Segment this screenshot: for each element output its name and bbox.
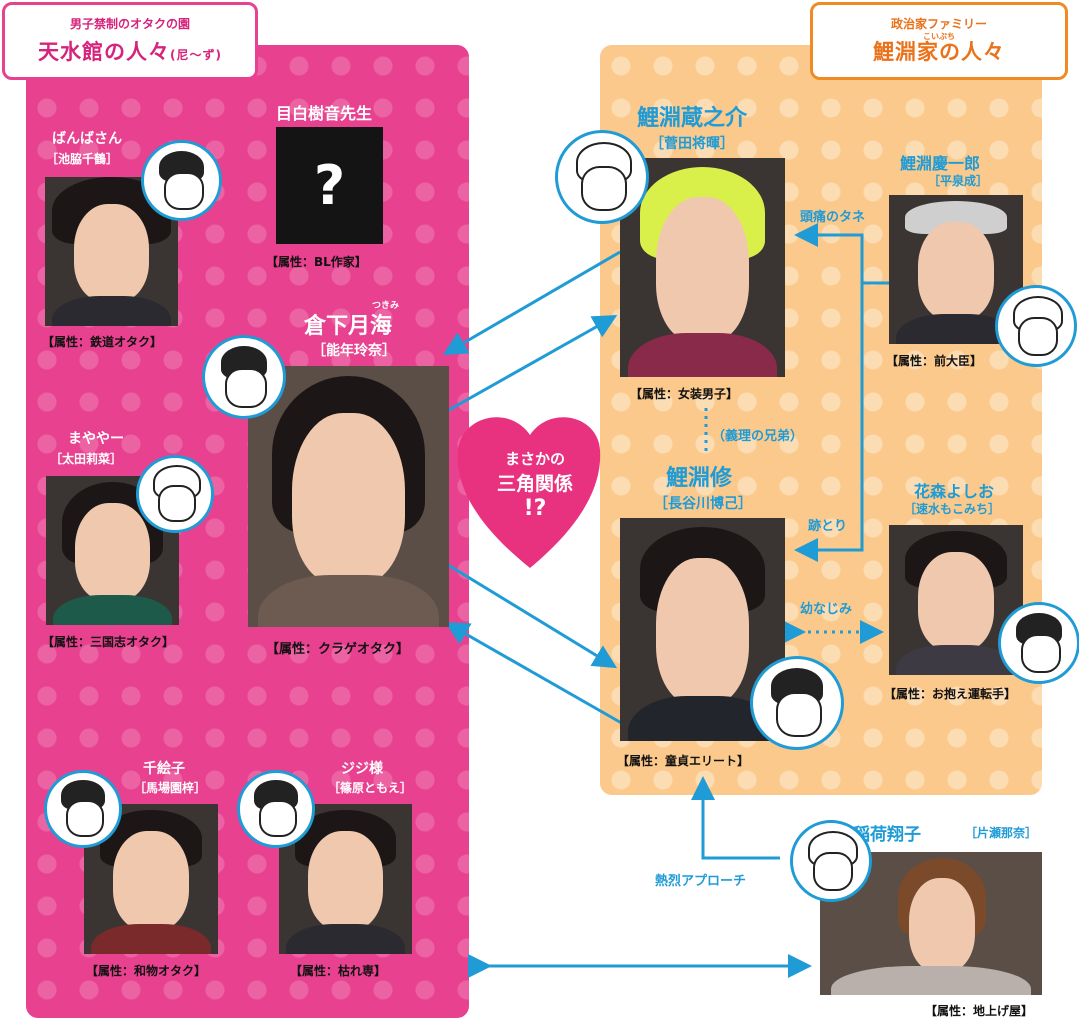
heart-shape (457, 417, 601, 568)
chieko-name: 千絵子 (143, 761, 185, 777)
tsukimi-ruby: つきみ (372, 301, 400, 311)
tsukimi-name: 倉下月海 (304, 314, 393, 339)
keiichiro-photo (889, 195, 1023, 344)
mejiro-name: 目白樹音先生 (276, 104, 373, 123)
inari-manga-avatar (790, 820, 872, 902)
kuranosuke-actor: ［菅田将暉］ (650, 136, 734, 152)
mejiro-attribute: 【属性：BL作家】 (266, 255, 367, 269)
chieko-manga-avatar (44, 770, 122, 848)
tsukimi-actor: ［能年玲奈］ (312, 343, 396, 359)
tsukimi-photo (248, 366, 449, 627)
banba-manga-avatar (141, 140, 222, 221)
mayaya-actor: ［太田莉菜］ (50, 452, 123, 466)
label-atotori: 跡とり (808, 519, 848, 534)
koibuchi-title: 鯉淵家の人々 (873, 40, 1005, 64)
label-netsuretsu: 熱烈アプローチ (655, 874, 747, 889)
line-akogare (439, 558, 618, 669)
label-osananajimi: 幼なじみ (800, 602, 853, 617)
heart-line2: 三角関係 (496, 473, 573, 495)
shu-attribute: 【属性：童貞エリート】 (617, 754, 750, 768)
tensuikan-title: 天水館の人々(尼〜ず) (38, 40, 222, 64)
mejiro-mystery-box: ? (276, 127, 383, 244)
kuranosuke-name: 鯉淵蔵之介 (637, 106, 748, 131)
label-giri: （義理の兄弟） (712, 429, 804, 444)
shu-manga-avatar (750, 656, 844, 750)
chieko-actor: ［馬場園梓］ (134, 781, 207, 795)
koibuchi-title-box: 政治家ファミリー こいぶち 鯉淵家の人々 (810, 2, 1068, 80)
heart-text: まさかの 三角関係 !? (470, 440, 600, 521)
line-kininaru (442, 250, 621, 356)
keiichiro-manga-avatar (995, 285, 1077, 367)
label-saikaihatsu: 再開発プロジェクトをめぐって敵対!! (490, 938, 727, 954)
hanamori-attribute: 【属性：お抱え運転手】 (884, 687, 1017, 701)
koibuchi-ruby: こいぶち (922, 32, 956, 41)
banba-photo (45, 177, 178, 326)
tsukimi-attribute: 【属性：クラゲオタク】 (266, 642, 410, 657)
jiji-name: ジジ様 (341, 761, 383, 777)
banba-attribute: 【属性：鉄道オタク】 (42, 335, 163, 349)
inari-photo (820, 852, 1042, 995)
inari-attribute: 【属性：地上げ屋】 (925, 1004, 1034, 1018)
line-zutsu (794, 223, 890, 285)
tsukimi-manga-avatar (202, 335, 286, 419)
chieko-attribute: 【属性：和物オタク】 (86, 964, 207, 978)
kuranosuke-manga-avatar (555, 130, 649, 224)
line-netsuretsu (691, 776, 780, 860)
keiichiro-attribute: 【属性：前大臣】 (886, 354, 983, 368)
shu-actor: ［長谷川博己］ (654, 496, 752, 512)
jiji-manga-avatar (237, 770, 315, 848)
jiji-attribute: 【属性：枯れ専】 (290, 964, 387, 978)
line-koi (444, 622, 626, 727)
kuranosuke-photo (620, 158, 785, 377)
heart-line3: !? (523, 496, 547, 521)
chieko-photo (84, 804, 218, 954)
tensuikan-subtitle: 男子禁制のオタクの園 (69, 17, 190, 31)
hanamori-actor: ［速水もこみち］ (904, 502, 1001, 516)
mayaya-attribute: 【属性：三国志オタク】 (42, 635, 175, 649)
mayaya-name: まややー (68, 431, 124, 447)
hanamori-manga-avatar (998, 602, 1079, 684)
tensuikan-title-box: 男子禁制のオタクの園 天水館の人々(尼〜ず) (2, 2, 258, 80)
mayaya-manga-avatar (136, 455, 214, 533)
line-tayori (439, 315, 618, 417)
shu-name: 鯉淵修 (666, 466, 733, 491)
inari-name: 稲荷翔子 (853, 825, 921, 845)
jiji-actor: ［篠原ともえ］ (328, 781, 413, 795)
inari-actor: ［片瀬那奈］ (965, 826, 1038, 840)
line-atotori (794, 283, 864, 562)
banba-name: ばんばさん (52, 131, 122, 147)
hanamori-name: 花森よしお (914, 482, 995, 501)
keiichiro-actor: ［平泉成］ (928, 174, 989, 188)
banba-actor: ［池脇千鶴］ (46, 152, 119, 166)
heart-line1: まさかの (504, 450, 565, 468)
kuranosuke-attribute: 【属性：女装男子】 (630, 387, 739, 401)
koibuchi-subtitle: 政治家ファミリー (890, 17, 987, 31)
label-zutsu: 頭痛のタネ (800, 210, 866, 225)
tensuikan-nickname: (尼〜ず) (170, 48, 222, 62)
keiichiro-name: 鯉淵慶一郎 (900, 154, 981, 173)
